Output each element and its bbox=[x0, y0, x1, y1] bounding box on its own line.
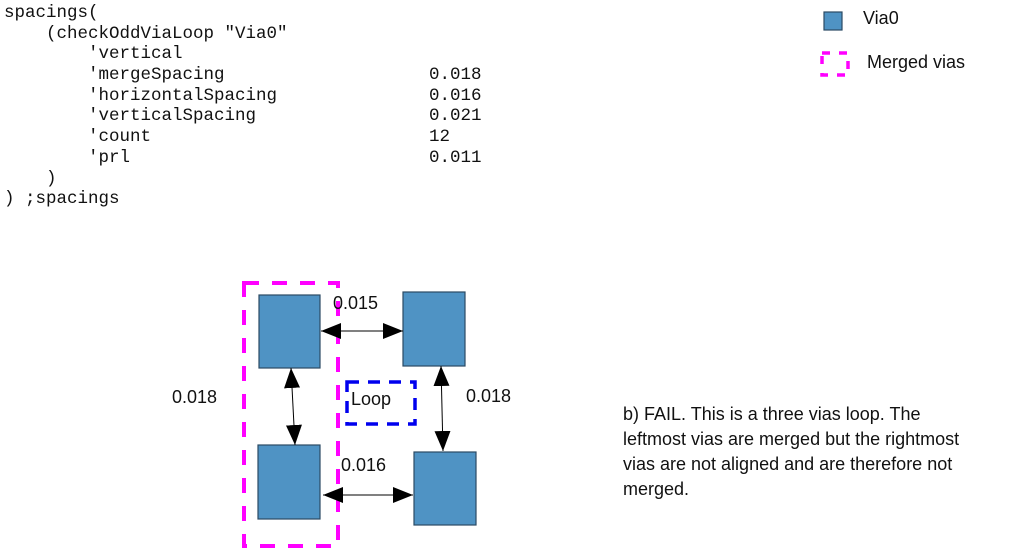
code-value: 0.011 bbox=[429, 147, 482, 168]
code-value: 0.021 bbox=[429, 106, 482, 127]
via-bottom-right bbox=[413, 451, 477, 526]
via-bottom-left bbox=[257, 444, 321, 520]
merged-vias-box bbox=[242, 281, 340, 548]
via-top-right bbox=[402, 291, 466, 367]
label-bottom-horizontal: 0.016 bbox=[341, 455, 386, 475]
arrow-left-vertical bbox=[284, 367, 302, 446]
legend-label-merged-vias: Merged vias bbox=[867, 52, 966, 72]
legend-label-via0: Via0 bbox=[863, 8, 899, 28]
code-line: 'vertical bbox=[4, 44, 183, 65]
loop-box bbox=[345, 380, 417, 426]
code-value: 0.016 bbox=[429, 85, 482, 106]
loop-label: Loop bbox=[351, 389, 391, 409]
code-block: spacings( (checkOddViaLoop "Via0" 'verti… bbox=[4, 3, 482, 210]
label-left-vertical: 0.018 bbox=[172, 387, 217, 407]
label-right-vertical: 0.018 bbox=[466, 386, 511, 406]
label-top-horizontal: 0.015 bbox=[333, 293, 378, 313]
code-value: 0.018 bbox=[429, 65, 482, 86]
code-line: ) bbox=[4, 168, 57, 189]
code-line: (checkOddViaLoop "Via0" bbox=[4, 23, 288, 44]
arrow-right-vertical bbox=[433, 365, 451, 452]
caption: b) FAIL. This is a three vias loop. The … bbox=[623, 404, 960, 499]
merged-vias-swatch-icon bbox=[820, 51, 850, 77]
via-swatch-icon bbox=[823, 11, 843, 31]
code-line: spacings( bbox=[4, 3, 99, 23]
via-top-left bbox=[258, 294, 321, 369]
code-line: ) ;spacings bbox=[4, 189, 120, 210]
code-value: 12 bbox=[429, 127, 451, 148]
